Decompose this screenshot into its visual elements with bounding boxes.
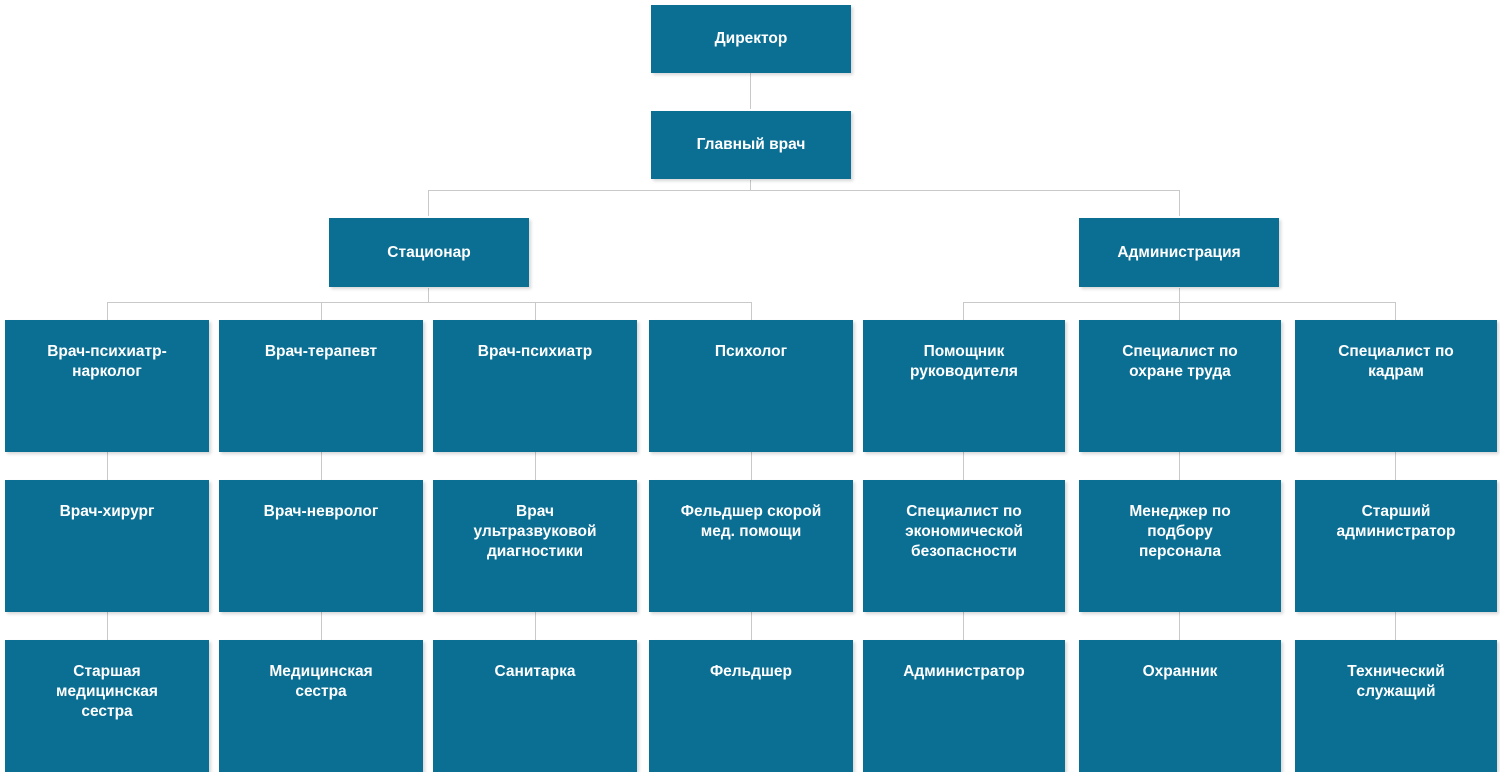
connector-inpatient-child-1	[107, 302, 108, 320]
node-director-label: Директор	[714, 30, 788, 48]
node-psychiatrist-narcologist-line2: нарколог	[72, 362, 142, 380]
connector-inpatient-child-4	[751, 302, 752, 320]
node-emergency-paramedic-line2: мед. помощи	[700, 522, 802, 540]
node-senior-administrator-line2: администратор	[1336, 522, 1456, 540]
connector-level2-bus	[428, 190, 1180, 191]
node-assistant-manager[interactable]: Помощник руководителя	[863, 320, 1065, 452]
node-technical-staff[interactable]: Технический служащий	[1295, 640, 1497, 772]
node-assistant-manager-line1: Помощник	[923, 343, 1005, 360]
node-recruitment-manager-line1: Менеджер по	[1129, 503, 1231, 520]
node-senior-administrator[interactable]: Старший администратор	[1295, 480, 1497, 612]
connector-chief-stub	[750, 180, 751, 191]
connector-administration-child-2	[1179, 302, 1180, 320]
connector-inpatient-child-2	[321, 302, 322, 320]
connector-inpatient-stub	[428, 288, 429, 302]
connector-col7-row5-row6	[1395, 612, 1396, 640]
node-nurse[interactable]: Медицинская сестра	[219, 640, 423, 772]
node-psychologist[interactable]: Психолог	[649, 320, 853, 452]
node-paramedic[interactable]: Фельдшер	[649, 640, 853, 772]
node-recruitment-manager-line2: подбору	[1147, 522, 1213, 540]
node-psychiatrist-label: Врач-психиатр	[477, 343, 593, 360]
connector-bus-to-administration	[1179, 190, 1180, 216]
connector-col1-row5-row6	[107, 612, 108, 640]
node-psychiatrist[interactable]: Врач-психиатр	[433, 320, 637, 452]
connector-col2-row4-row5	[321, 452, 322, 480]
connector-inpatient-bus	[107, 302, 752, 303]
node-head-nurse-line3: сестра	[81, 702, 133, 720]
node-paramedic-label: Фельдшер	[709, 663, 793, 680]
node-administrator[interactable]: Администратор	[863, 640, 1065, 772]
connector-col6-row4-row5	[1179, 452, 1180, 480]
node-nurse-line2: сестра	[295, 682, 347, 700]
connector-col7-row4-row5	[1395, 452, 1396, 480]
connector-col2-row5-row6	[321, 612, 322, 640]
connector-director-to-chief	[750, 73, 751, 109]
node-economic-security-specialist-line2: экономической	[905, 522, 1023, 540]
node-head-nurse-line1: Старшая	[73, 663, 141, 680]
node-surgeon[interactable]: Врач-хирург	[5, 480, 209, 612]
node-head-nurse-line2: медицинская	[56, 682, 158, 700]
connector-administration-child-3	[1395, 302, 1396, 320]
node-labor-safety-specialist[interactable]: Специалист по охране труда	[1079, 320, 1281, 452]
connector-col3-row5-row6	[535, 612, 536, 640]
node-senior-administrator-line1: Старший	[1361, 503, 1431, 520]
node-neurologist-label: Врач-невролог	[263, 503, 379, 520]
node-surgeon-label: Врач-хирург	[59, 503, 155, 520]
connector-bus-to-inpatient	[428, 190, 429, 216]
node-administration[interactable]: Администрация	[1079, 218, 1279, 287]
node-security-guard[interactable]: Охранник	[1079, 640, 1281, 772]
connector-administration-stub	[1179, 288, 1180, 302]
node-labor-safety-specialist-line1: Специалист по	[1122, 343, 1238, 360]
node-administration-label: Администрация	[1117, 243, 1241, 261]
node-ultrasound-doctor[interactable]: Врач ультразвуковой диагностики	[433, 480, 637, 612]
node-ultrasound-doctor-line2: ультразвуковой	[473, 522, 597, 540]
node-emergency-paramedic-line1: Фельдшер скорой	[680, 503, 822, 520]
node-hr-specialist[interactable]: Специалист по кадрам	[1295, 320, 1497, 452]
node-recruitment-manager[interactable]: Менеджер по подбору персонала	[1079, 480, 1281, 612]
connector-col3-row4-row5	[535, 452, 536, 480]
node-economic-security-specialist-line1: Специалист по	[906, 503, 1022, 520]
node-technical-staff-line1: Технический	[1347, 663, 1445, 680]
node-administrator-label: Администратор	[903, 663, 1025, 680]
node-emergency-paramedic[interactable]: Фельдшер скорой мед. помощи	[649, 480, 853, 612]
node-therapist-label: Врач-терапевт	[264, 343, 378, 360]
node-chief-doctor[interactable]: Главный врач	[651, 111, 851, 179]
node-nurse-line1: Медицинская	[269, 663, 373, 680]
node-psychiatrist-narcologist[interactable]: Врач-психиатр- нарколог	[5, 320, 209, 452]
node-hr-specialist-line1: Специалист по	[1338, 343, 1454, 360]
node-ultrasound-doctor-line3: диагностики	[486, 542, 584, 560]
node-assistant-manager-line2: руководителя	[910, 362, 1018, 380]
connector-col4-row5-row6	[751, 612, 752, 640]
node-security-guard-label: Охранник	[1142, 663, 1218, 680]
connector-inpatient-child-3	[535, 302, 536, 320]
node-neurologist[interactable]: Врач-невролог	[219, 480, 423, 612]
node-inpatient[interactable]: Стационар	[329, 218, 529, 287]
node-therapist[interactable]: Врач-терапевт	[219, 320, 423, 452]
node-labor-safety-specialist-line2: охране труда	[1129, 362, 1231, 380]
node-hr-specialist-line2: кадрам	[1368, 362, 1424, 380]
node-technical-staff-line2: служащий	[1356, 682, 1436, 700]
connector-col6-row5-row6	[1179, 612, 1180, 640]
node-ultrasound-doctor-line1: Врач	[516, 503, 554, 520]
node-inpatient-label: Стационар	[387, 243, 471, 261]
connector-col5-row5-row6	[963, 612, 964, 640]
connector-col1-row4-row5	[107, 452, 108, 480]
node-recruitment-manager-line3: персонала	[1139, 542, 1221, 560]
node-orderly-label: Санитарка	[494, 663, 576, 680]
node-psychiatrist-narcologist-line1: Врач-психиатр-	[47, 343, 167, 360]
connector-administration-child-1	[963, 302, 964, 320]
node-head-nurse[interactable]: Старшая медицинская сестра	[5, 640, 209, 772]
node-orderly[interactable]: Санитарка	[433, 640, 637, 772]
node-economic-security-specialist[interactable]: Специалист по экономической безопасности	[863, 480, 1065, 612]
node-chief-doctor-label: Главный врач	[696, 136, 806, 154]
node-economic-security-specialist-line3: безопасности	[911, 542, 1017, 560]
connector-col4-row4-row5	[751, 452, 752, 480]
node-director[interactable]: Директор	[651, 5, 851, 73]
connector-col5-row4-row5	[963, 452, 964, 480]
node-psychologist-label: Психолог	[714, 343, 788, 360]
